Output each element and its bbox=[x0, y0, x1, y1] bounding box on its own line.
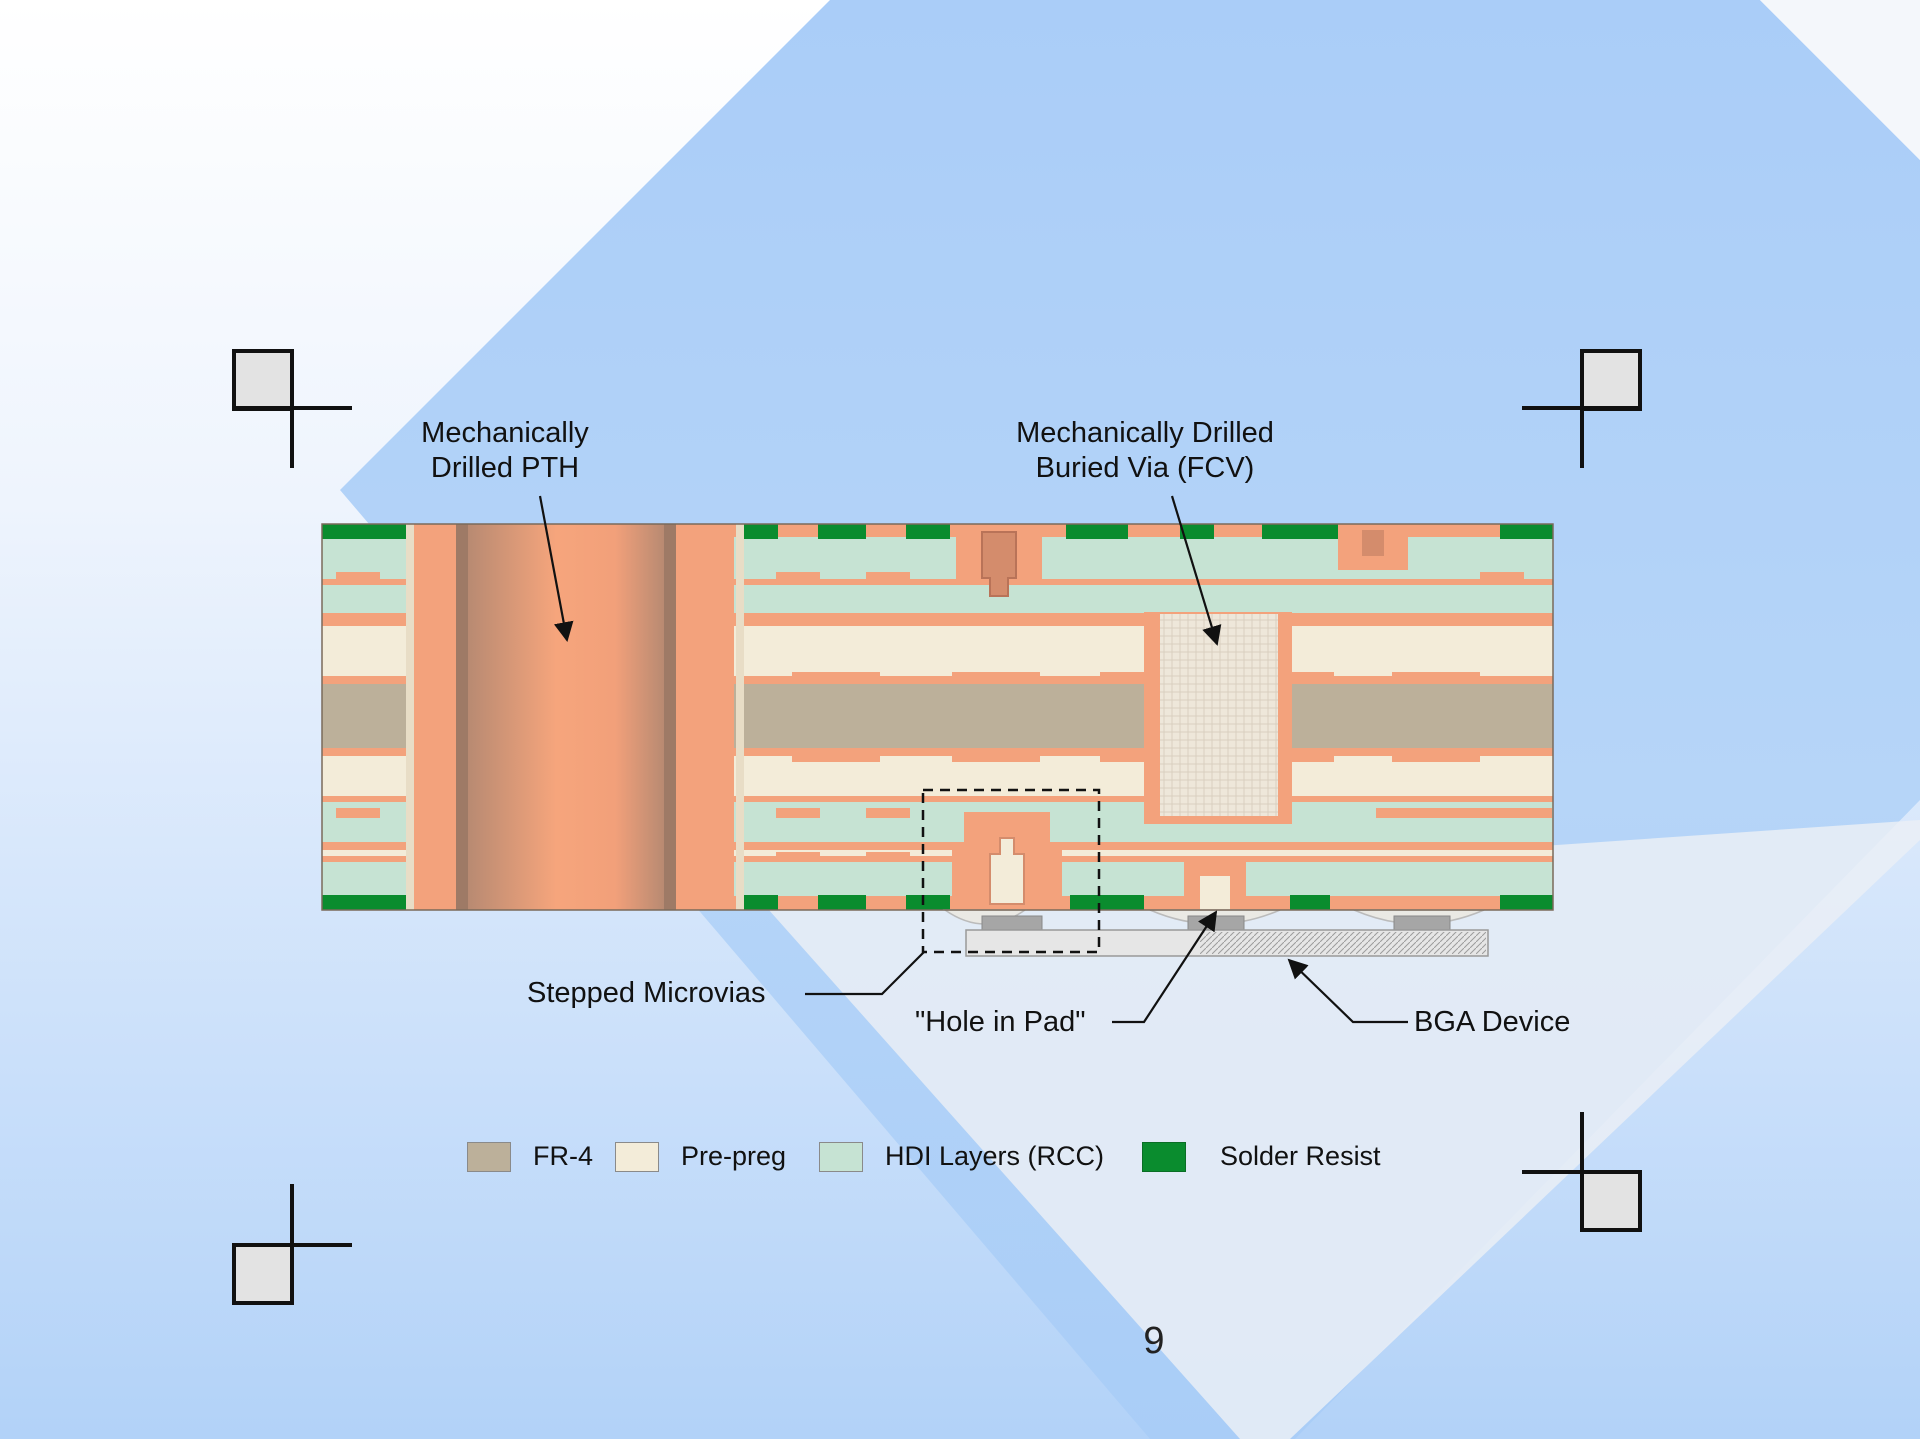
callout-stepped-microvias bbox=[805, 951, 925, 996]
pth-gap bbox=[406, 524, 414, 910]
crop-mark-square bbox=[232, 349, 294, 411]
copper-trace bbox=[776, 808, 820, 818]
crop-marks bbox=[232, 349, 1642, 1305]
copper-trace bbox=[1290, 672, 1334, 682]
board-outline bbox=[321, 523, 1554, 911]
page-number: 9 bbox=[1143, 1320, 1165, 1362]
solder-resist bbox=[1066, 524, 1128, 539]
crop-mark-square bbox=[1580, 349, 1642, 411]
pth-gap bbox=[736, 524, 744, 910]
copper-trace bbox=[792, 752, 880, 762]
label-pth-line2: Drilled PTH bbox=[430, 452, 580, 484]
label-stepped-microvias: Stepped Microvias bbox=[527, 977, 766, 1009]
label-buried-via-line1: Mechanically Drilled bbox=[1016, 417, 1274, 449]
pth-annular-ring bbox=[410, 524, 456, 910]
solder-resist bbox=[906, 895, 950, 910]
solder-resist bbox=[906, 524, 950, 539]
crop-mark bbox=[232, 349, 352, 468]
copper-trace bbox=[1100, 752, 1144, 762]
pcb-stackup bbox=[321, 523, 1554, 957]
copper-trace bbox=[776, 572, 820, 582]
copper-plane bbox=[322, 579, 1553, 585]
stepped-microvia-fill bbox=[989, 837, 1025, 905]
pth-annular-ring bbox=[676, 524, 734, 910]
copper-trace bbox=[952, 672, 1040, 682]
solder-resist bbox=[738, 895, 778, 910]
label-buried-via-line2: Buried Via (FCV) bbox=[1035, 452, 1255, 484]
legend-item-solder-resist: Solder Resist bbox=[1142, 1141, 1381, 1172]
callout-hole-in-pad bbox=[1112, 910, 1218, 1024]
microvia-top-small-fill bbox=[1362, 530, 1384, 556]
solder-resist bbox=[818, 524, 866, 539]
crop-mark bbox=[1522, 349, 1642, 468]
label-buried-via: Mechanically Drilled Buried Via (FCV) bbox=[1000, 416, 1290, 486]
microvia-top-fill bbox=[981, 531, 1017, 597]
copper-trace bbox=[336, 572, 380, 582]
copper-plane bbox=[322, 676, 1553, 684]
crop-mark-square bbox=[232, 1243, 294, 1305]
label-pth: Mechanically Drilled PTH bbox=[400, 416, 610, 486]
copper-trace bbox=[776, 852, 820, 862]
crop-mark bbox=[1522, 1112, 1642, 1232]
copper-trace bbox=[1100, 672, 1144, 682]
legend-swatch-prepreg bbox=[615, 1141, 659, 1172]
copper-trace bbox=[1392, 752, 1480, 762]
legend-swatch-fr4 bbox=[467, 1141, 511, 1172]
copper-plane bbox=[322, 748, 1553, 756]
callout-pth bbox=[538, 495, 574, 642]
legend-label-fr4: FR-4 bbox=[533, 1141, 593, 1171]
copper-plane bbox=[322, 842, 1553, 850]
legend-label-solder-resist: Solder Resist bbox=[1220, 1141, 1381, 1171]
legend-swatch-hdi bbox=[819, 1141, 863, 1172]
legend-label-hdi: HDI Layers (RCC) bbox=[885, 1141, 1105, 1171]
label-bga-device: BGA Device bbox=[1414, 1006, 1571, 1038]
solder-resist bbox=[322, 895, 406, 910]
buried-via-texture bbox=[1160, 614, 1278, 816]
legend-swatch-solder-resist bbox=[1142, 1141, 1186, 1172]
copper-plane bbox=[322, 618, 1553, 626]
copper-trace bbox=[1480, 572, 1524, 582]
callout-lines bbox=[538, 495, 1408, 1024]
stepped-microvia-highlight bbox=[921, 788, 1101, 954]
solder-resist bbox=[1262, 524, 1344, 539]
legend-item-prepreg: Pre-preg bbox=[615, 1141, 786, 1172]
bga-pad bbox=[1393, 915, 1451, 931]
bga-substrate-hatch bbox=[1200, 932, 1486, 954]
label-hole-in-pad: "Hole in Pad" bbox=[915, 1006, 1086, 1038]
copper-trace bbox=[866, 852, 910, 862]
solder-resist bbox=[738, 524, 778, 539]
copper-trace bbox=[1376, 808, 1552, 818]
solder-resist bbox=[322, 524, 406, 539]
bga-pad bbox=[1187, 915, 1245, 931]
solder-resist bbox=[1180, 524, 1214, 539]
callout-bga bbox=[1287, 958, 1408, 1024]
copper-plane bbox=[322, 613, 1553, 619]
copper-trace bbox=[336, 808, 380, 818]
callout-buried-via bbox=[1170, 495, 1222, 646]
solder-resist bbox=[818, 895, 866, 910]
crop-mark bbox=[232, 1184, 352, 1305]
legend-item-hdi: HDI Layers (RCC) bbox=[819, 1141, 1104, 1172]
label-pth-line1: Mechanically bbox=[421, 417, 589, 449]
solder-resist bbox=[1500, 895, 1553, 910]
copper-trace bbox=[866, 572, 910, 582]
copper-trace bbox=[866, 808, 910, 818]
bga-pad bbox=[981, 915, 1043, 931]
copper-trace bbox=[792, 672, 880, 682]
solder-resist bbox=[1500, 524, 1553, 539]
legend-label-prepreg: Pre-preg bbox=[681, 1141, 787, 1171]
copper-trace bbox=[1290, 752, 1334, 762]
legend-item-fr4: FR-4 bbox=[467, 1141, 593, 1172]
copper-plane bbox=[322, 856, 1553, 862]
pth-barrel bbox=[468, 524, 664, 910]
solder-resist bbox=[1070, 895, 1144, 910]
copper-trace bbox=[952, 752, 1040, 762]
crop-mark-square bbox=[1580, 1170, 1642, 1232]
solder-resist bbox=[1290, 895, 1330, 910]
background-light-triangle bbox=[760, 820, 1920, 1439]
hole-in-pad-fill bbox=[1200, 876, 1230, 910]
copper-trace bbox=[1392, 672, 1480, 682]
copper-plane bbox=[322, 796, 1553, 802]
